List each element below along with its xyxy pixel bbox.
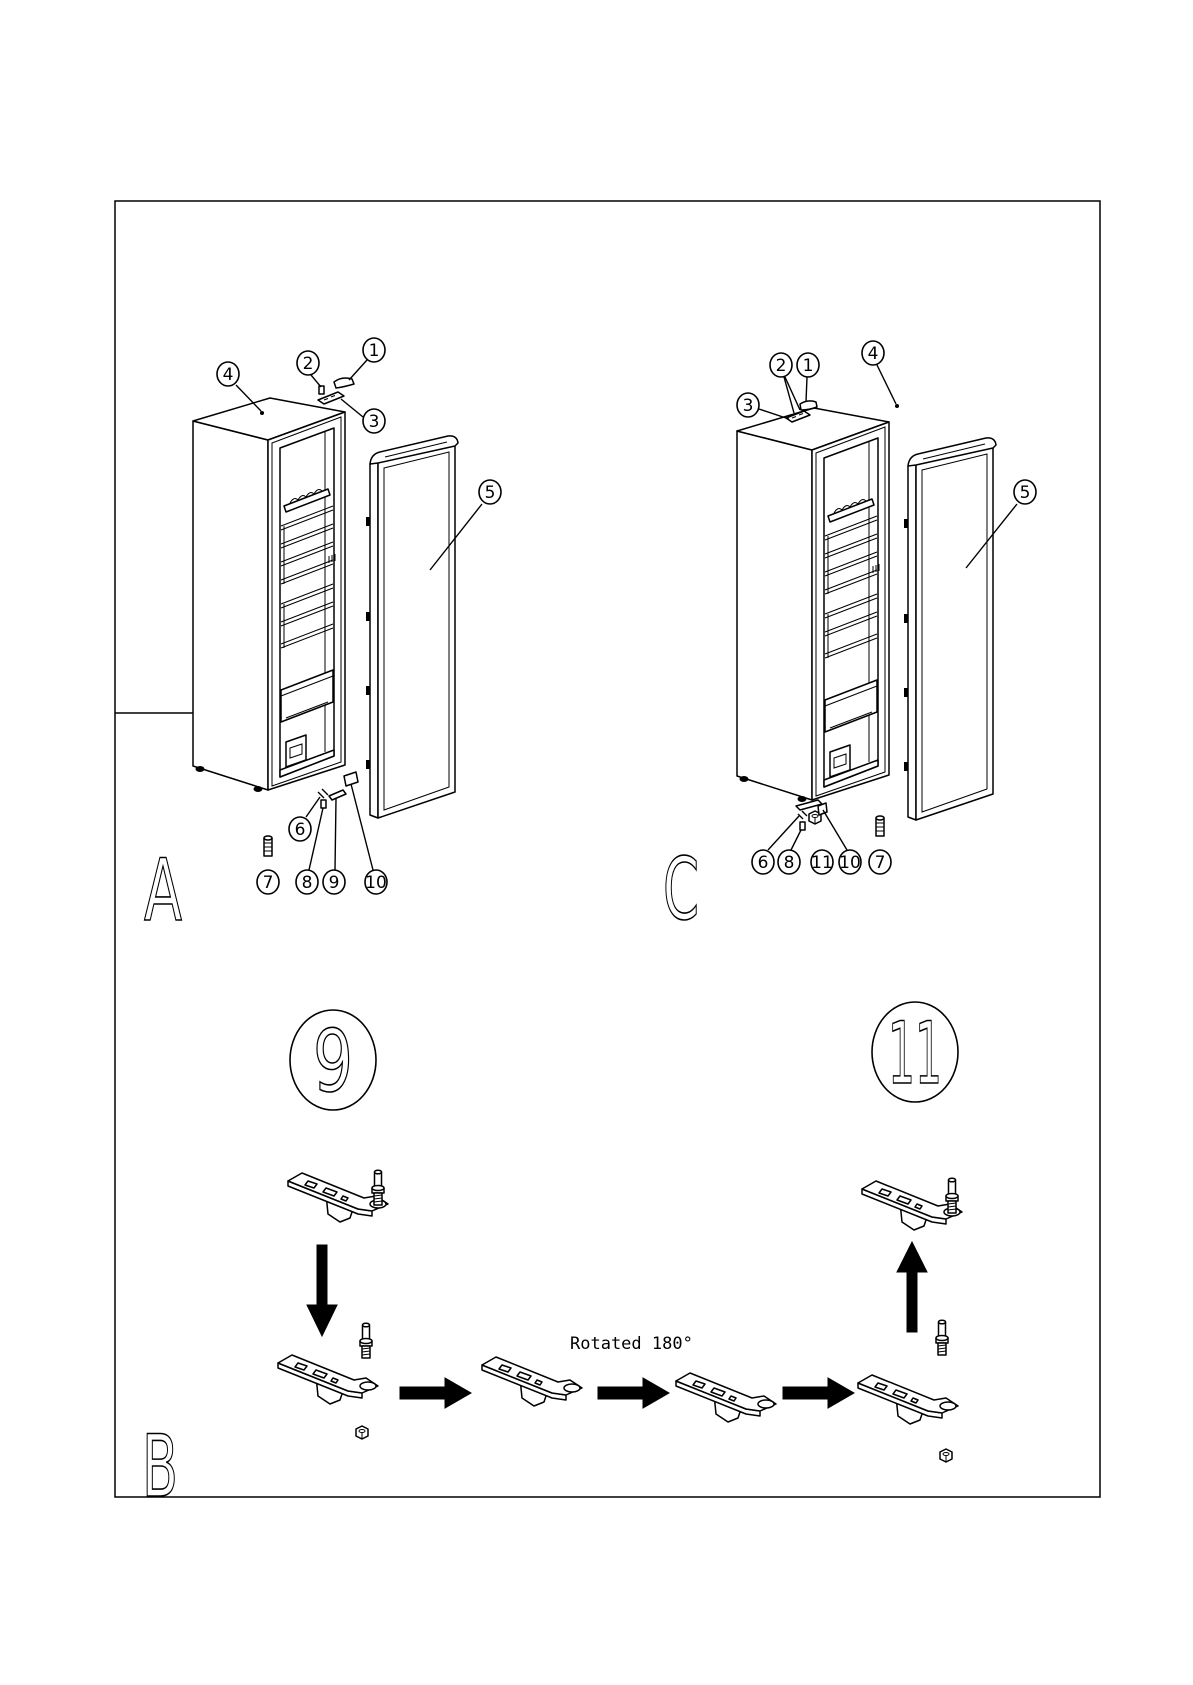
svg-text:2: 2 — [303, 354, 314, 374]
svg-text:10: 10 — [839, 853, 861, 873]
callout-c-4: 4 — [862, 341, 896, 404]
svg-text:4: 4 — [868, 344, 879, 364]
svg-text:5: 5 — [1020, 483, 1031, 503]
svg-text:1: 1 — [803, 356, 814, 376]
callout-c-11: 11 — [811, 850, 833, 874]
leveling-foot-c — [876, 816, 884, 836]
svg-text:10: 10 — [365, 873, 387, 893]
panel-letter-a: A — [144, 841, 182, 941]
callout-a-3: 3 — [341, 399, 385, 433]
callout-a-6: 6 — [289, 797, 320, 841]
svg-text:3: 3 — [369, 412, 380, 432]
hinge-pin-removed — [360, 1323, 372, 1358]
fridge-door-a — [366, 436, 458, 818]
svg-text:4: 4 — [223, 365, 234, 385]
hinge-plate-rotated — [676, 1373, 776, 1422]
svg-text:3: 3 — [743, 396, 754, 416]
svg-text:5: 5 — [485, 483, 496, 503]
callout-a-2: 2 — [297, 351, 321, 387]
diagram-frame — [115, 201, 1100, 1497]
hinge-pin-refit — [936, 1320, 948, 1355]
callout-c-8: 8 — [778, 830, 801, 874]
svg-text:8: 8 — [784, 853, 795, 873]
svg-text:8: 8 — [302, 873, 313, 893]
arrow-right-1 — [400, 1378, 471, 1408]
leveling-foot-a — [264, 836, 272, 856]
rotation-caption: Rotated 180° — [570, 1334, 693, 1354]
svg-text:1: 1 — [369, 341, 380, 361]
panel-a: 1 2 3 4 5 6 7 — [144, 338, 501, 941]
hinge-nut-removed — [356, 1426, 368, 1439]
callout-a-1: 1 — [349, 338, 385, 380]
hinge-plate-before-rotation — [482, 1357, 582, 1406]
callout-c-1: 1 — [797, 353, 819, 402]
svg-text:9: 9 — [329, 873, 340, 893]
arrow-up — [897, 1242, 927, 1332]
callout-c-3: 3 — [737, 393, 789, 419]
callout-a-7: 7 — [257, 870, 279, 894]
svg-text:9: 9 — [313, 1012, 353, 1112]
callout-c-2: 2 — [770, 353, 800, 413]
arrow-down — [307, 1245, 337, 1336]
svg-text:2: 2 — [776, 356, 787, 376]
detail-label-9: 9 — [290, 1010, 376, 1112]
svg-text:6: 6 — [295, 820, 306, 840]
arrow-right-3 — [783, 1378, 854, 1408]
svg-text:7: 7 — [875, 853, 886, 873]
svg-text:11: 11 — [811, 853, 833, 873]
svg-text:6: 6 — [758, 853, 769, 873]
hinge-disassembled — [278, 1323, 378, 1439]
callout-c-7: 7 — [869, 850, 891, 874]
hinge-reassembly — [858, 1320, 958, 1462]
fridge-cabinet-c — [737, 408, 889, 802]
fridge-door-c — [904, 438, 996, 820]
callout-a-4: 4 — [217, 362, 261, 411]
hinge-nut-refit — [940, 1449, 952, 1462]
svg-text:11: 11 — [888, 1004, 942, 1104]
hinge-original-assembled — [288, 1170, 388, 1222]
panel-c: 2 1 4 3 5 6 8 — [663, 341, 1036, 940]
bottom-hinge-parts-c — [796, 800, 827, 830]
panel-b: 9 11 Rotated 180° — [142, 1002, 962, 1517]
fridge-cabinet-a — [193, 398, 345, 792]
detail-label-11: 11 — [872, 1002, 958, 1104]
panel-letter-c: C — [663, 840, 699, 940]
arrow-right-2 — [598, 1378, 669, 1408]
callout-a-9: 9 — [323, 799, 345, 894]
svg-text:7: 7 — [263, 873, 274, 893]
panel-letter-b: B — [142, 1417, 178, 1517]
hinge-final-assembled — [862, 1178, 962, 1230]
